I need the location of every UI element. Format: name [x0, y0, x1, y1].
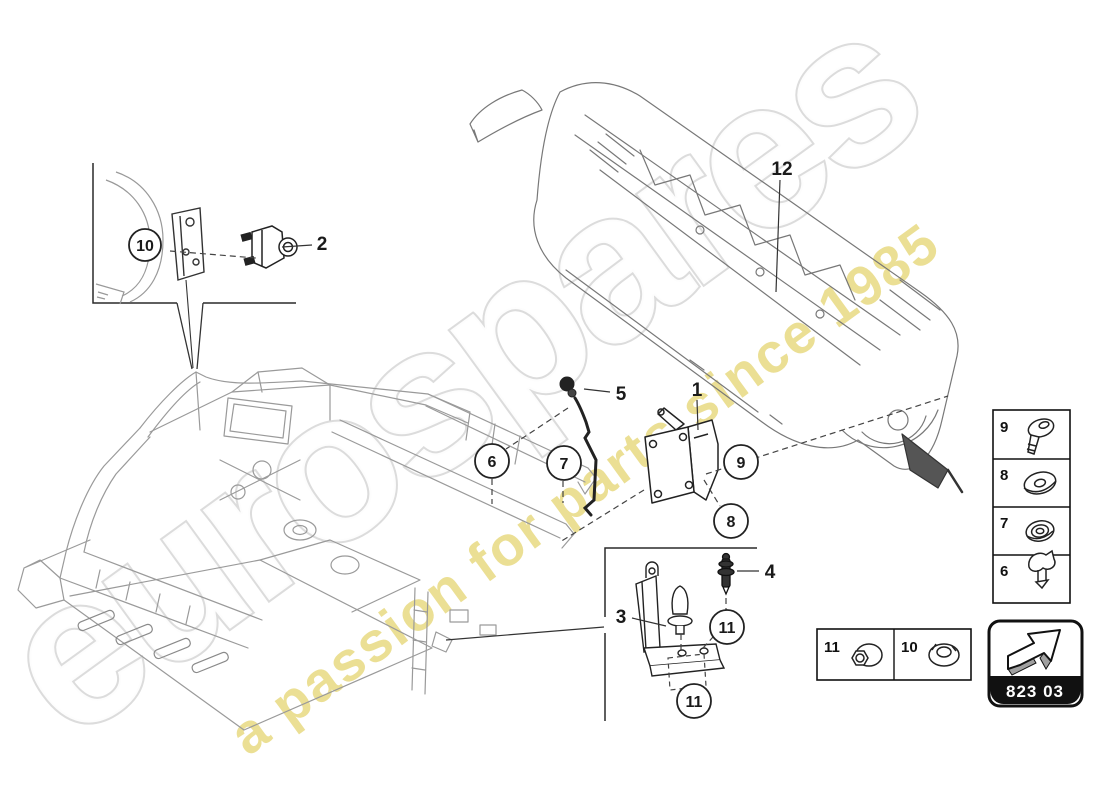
legend-cell-10[interactable]: 10 [901, 639, 960, 667]
round-grommet-icon [1025, 520, 1055, 542]
svg-text:11: 11 [824, 639, 840, 656]
washer-grommet-icon [1023, 471, 1057, 495]
callout-circle-8[interactable]: 8 [713, 503, 749, 539]
part-label-5[interactable]: 5 [616, 384, 627, 405]
fastener-legend-right: 9 8 7 6 [992, 409, 1071, 604]
svg-text:11: 11 [719, 620, 736, 637]
part-label-2[interactable]: 2 [317, 234, 328, 255]
callout-circle-11-upper[interactable]: 11 [709, 609, 745, 645]
group-arrow-icon [1007, 629, 1061, 676]
legend-cell-6[interactable]: 6 [1000, 549, 1056, 590]
part-label-1[interactable]: 1 [692, 380, 703, 401]
legend-cell-7[interactable]: 7 [1000, 515, 1056, 544]
legend-cell-11[interactable]: 11 [824, 639, 883, 667]
callout-circle-10[interactable]: 10 [128, 228, 162, 262]
fastener-legend-bottom: 11 10 [816, 628, 972, 681]
svg-text:10: 10 [901, 639, 918, 656]
svg-text:8: 8 [727, 514, 736, 531]
bracket-drawing [171, 207, 205, 369]
inset-box-buffer-bracket [445, 547, 757, 721]
part-group-box[interactable]: 823 03 [987, 619, 1084, 708]
countersunk-screw-icon [1026, 418, 1055, 455]
svg-text:10: 10 [136, 238, 154, 255]
part-3-drawing [635, 561, 726, 677]
bonnet-drawing [469, 82, 964, 494]
label-leader-lines [281, 179, 781, 627]
retaining-clip-icon [1028, 549, 1056, 590]
part-group-code: 823 03 [1006, 682, 1064, 701]
callout-circle-6[interactable]: 6 [474, 443, 510, 479]
callout-circle-9[interactable]: 9 [723, 444, 759, 480]
svg-text:11: 11 [686, 694, 703, 711]
watermark-brand: eurospares [0, 0, 959, 783]
svg-text:6: 6 [1000, 563, 1008, 580]
inset-box-lock-sensor [92, 163, 298, 370]
svg-text:9: 9 [1000, 419, 1008, 436]
part-label-12[interactable]: 12 [771, 159, 792, 180]
callout-circle-7[interactable]: 7 [546, 445, 582, 481]
flange-nut-icon [928, 643, 960, 667]
nut-with-washer-icon [851, 643, 883, 667]
svg-text:7: 7 [560, 456, 569, 473]
svg-text:7: 7 [1000, 515, 1008, 532]
part-5-drawing [559, 376, 598, 517]
part-label-4[interactable]: 4 [765, 562, 776, 583]
callout-circle-11-lower[interactable]: 11 [676, 683, 712, 719]
legend-cell-8[interactable]: 8 [1000, 467, 1058, 497]
svg-text:9: 9 [737, 455, 746, 472]
part-label-3[interactable]: 3 [616, 607, 627, 628]
part-4-drawing [717, 552, 735, 596]
svg-text:8: 8 [1000, 467, 1008, 484]
svg-text:6: 6 [488, 454, 497, 471]
legend-cell-9[interactable]: 9 [1000, 416, 1056, 455]
part-1-drawing [644, 407, 719, 504]
